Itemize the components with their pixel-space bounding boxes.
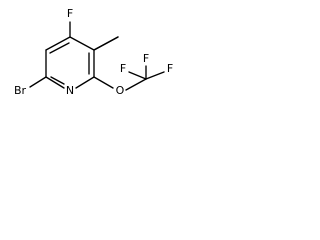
bond-carbon-fluorine-left xyxy=(128,71,147,80)
bond-c1-n-inner xyxy=(50,76,65,85)
oxygen-label: O xyxy=(116,84,125,97)
bond-c1-bromine xyxy=(29,76,47,88)
fluorine-ring-label: F xyxy=(67,7,73,20)
bond-carbon-fluorine-right xyxy=(145,71,165,80)
bond-c1-n xyxy=(45,76,65,89)
bond-n-c2 xyxy=(75,76,95,89)
bond-c5-c6-inner xyxy=(49,42,70,54)
fluorine-cf3-top-label: F xyxy=(143,52,149,65)
bond-c4-c5 xyxy=(69,36,95,51)
nitrogen-label: N xyxy=(66,84,74,97)
fluorine-cf3-right-label: F xyxy=(167,62,173,75)
chemical-structure-diagram: F Br N O F F F xyxy=(14,7,173,97)
bromine-label: Br xyxy=(14,84,27,97)
atom-labels: F Br N O F F F xyxy=(14,7,173,97)
bond-c2-oxygen xyxy=(93,76,114,89)
bond-oxygen-carbon xyxy=(125,78,147,91)
fluorine-cf3-left-label: F xyxy=(120,62,126,75)
bond-lines xyxy=(29,21,165,91)
bond-c3-methyl xyxy=(93,36,119,51)
bond-c5-c6 xyxy=(45,36,71,51)
